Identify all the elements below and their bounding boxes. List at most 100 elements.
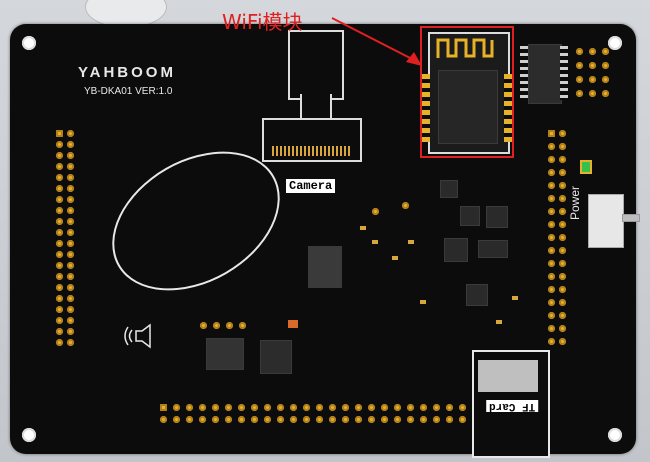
- speaker-icon: [124, 323, 151, 349]
- header-pin: [548, 299, 555, 306]
- header-pin: [264, 416, 271, 423]
- header-pin: [407, 404, 414, 411]
- ic-center-small: [478, 240, 508, 258]
- header-pin: [56, 306, 63, 313]
- header-pin: [67, 251, 74, 258]
- header-pin: [316, 404, 323, 411]
- audio-amp-chip: [206, 338, 244, 370]
- header-pin: [559, 182, 566, 189]
- header-pin: [56, 328, 63, 335]
- smd-pad: [239, 322, 246, 329]
- header-pin: [238, 404, 245, 411]
- ic-center-small: [460, 206, 480, 226]
- smd-component: [372, 240, 378, 244]
- header-pin: [368, 404, 375, 411]
- test-point: [372, 208, 379, 215]
- header-pin: [67, 152, 74, 159]
- header-pin: [67, 339, 74, 346]
- smd-pads-right: [576, 48, 615, 104]
- wifi-chip-shield: [438, 70, 498, 144]
- ic-center-small: [440, 180, 458, 198]
- header-pin: [548, 195, 555, 202]
- header-pin: [433, 416, 440, 423]
- power-switch-lever[interactable]: [622, 214, 640, 222]
- ic-pins: [520, 46, 528, 100]
- header-pin: [67, 317, 74, 324]
- header-pin: [67, 196, 74, 203]
- wifi-annotation-label: WiFi模块: [222, 10, 303, 34]
- header-pin: [67, 141, 74, 148]
- header-pin: [342, 404, 349, 411]
- header-pin: [67, 273, 74, 280]
- left-header: [56, 130, 78, 350]
- smd-pad: [576, 48, 583, 55]
- smd-pad: [576, 90, 583, 97]
- mount-hole: [608, 36, 622, 50]
- header-pin: [67, 328, 74, 335]
- header-pin: [290, 404, 297, 411]
- header-pin: [459, 404, 466, 411]
- header-pin: [56, 240, 63, 247]
- header-pin: [548, 247, 555, 254]
- header-pin: [199, 404, 206, 411]
- header-pin: [67, 218, 74, 225]
- smd-component: [288, 320, 298, 328]
- header-pin: [264, 404, 271, 411]
- audio-chip: [260, 340, 292, 374]
- header-pin: [173, 404, 180, 411]
- smd-component: [408, 240, 414, 244]
- header-pin: [329, 416, 336, 423]
- header-pin: [67, 284, 74, 291]
- header-pin: [56, 251, 63, 258]
- header-pin: [559, 338, 566, 345]
- header-pin: [67, 207, 74, 214]
- header-pin: [407, 416, 414, 423]
- smd-pad: [200, 322, 207, 329]
- header-pin: [548, 325, 555, 332]
- header-pin: [548, 130, 555, 137]
- ic-center-left: [308, 246, 342, 288]
- mount-hole: [22, 36, 36, 50]
- header-pin: [548, 234, 555, 241]
- header-pin: [56, 196, 63, 203]
- header-pin: [548, 221, 555, 228]
- ic-center-mid: [444, 238, 468, 262]
- header-pin: [446, 416, 453, 423]
- power-switch[interactable]: [588, 194, 624, 248]
- header-pin: [186, 416, 193, 423]
- smd-component: [512, 296, 518, 300]
- header-pin: [559, 247, 566, 254]
- header-pin: [56, 218, 63, 225]
- header-pin: [342, 416, 349, 423]
- power-led: [580, 160, 592, 174]
- arrow-icon: [331, 17, 422, 66]
- header-pin: [67, 306, 74, 313]
- header-pin: [559, 130, 566, 137]
- tf-card-tray: [478, 360, 538, 392]
- header-pin: [303, 416, 310, 423]
- header-pin: [381, 404, 388, 411]
- header-pin: [381, 416, 388, 423]
- header-pin: [56, 284, 63, 291]
- header-pin: [56, 317, 63, 324]
- wifi-module-pins: [422, 74, 430, 142]
- ic-pins: [560, 46, 568, 100]
- smd-pad: [576, 76, 583, 83]
- header-pin: [433, 404, 440, 411]
- header-pin: [212, 416, 219, 423]
- header-pin: [329, 404, 336, 411]
- header-pin: [548, 312, 555, 319]
- header-pin: [368, 416, 375, 423]
- ic-center-small: [466, 284, 488, 306]
- power-label: Power: [568, 185, 582, 220]
- right-header: [548, 130, 570, 351]
- header-pin: [277, 416, 284, 423]
- header-pin: [56, 295, 63, 302]
- header-pin: [277, 404, 284, 411]
- mount-hole: [608, 428, 622, 442]
- header-pin: [238, 416, 245, 423]
- ic-top-right: [528, 44, 562, 104]
- header-pin: [355, 404, 362, 411]
- header-pin: [67, 174, 74, 181]
- smd-pad: [589, 90, 596, 97]
